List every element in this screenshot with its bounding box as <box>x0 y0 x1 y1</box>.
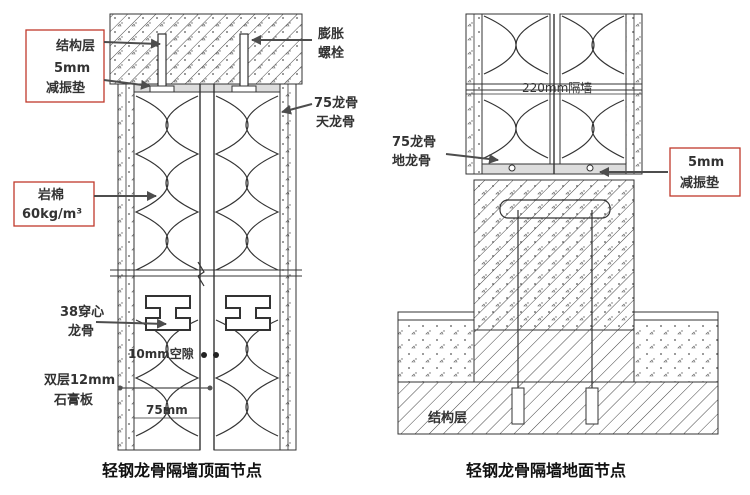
through-keel-label-1: 38穿心 <box>60 304 104 320</box>
right-structure-slab <box>397 381 719 435</box>
left-cavity-b <box>213 91 281 451</box>
right-cavity-a <box>481 13 551 165</box>
board-label-1: 双层12mm <box>44 373 115 388</box>
board-label-2: 石膏板 <box>53 392 94 408</box>
right-keel-label-1: 75龙骨 <box>392 134 436 150</box>
right-core-below <box>473 329 635 383</box>
bolt-label-1: 膨胀 <box>317 26 344 42</box>
left-rock-wool-a <box>134 95 200 437</box>
left-caption: 轻钢龙骨隔墙顶面节点 <box>102 461 262 480</box>
structure-pad-label-box <box>25 29 105 103</box>
left-bolt-1 <box>157 33 167 91</box>
rock-wool-label-2: 60kg/m³ <box>22 207 82 222</box>
left-pad-label-1: 5mm <box>54 61 90 76</box>
right-screed-right <box>633 319 719 383</box>
right-caption: 轻钢龙骨隔墙地面节点 <box>466 461 626 480</box>
floor-node-drawing: 220mm隔墙 75龙骨 地龙骨 5mm 减振垫 结构层 轻钢龙骨隔墙地面节点 <box>392 13 741 480</box>
rock-wool-label-box <box>13 181 95 227</box>
left-top-keel <box>133 83 281 93</box>
wall-dim-label: 220mm隔墙 <box>522 81 592 95</box>
right-pad-label-box <box>669 147 741 197</box>
right-floor-finish-left <box>397 311 475 321</box>
right-floor-finish-right <box>633 311 719 321</box>
top-keel-label-1: 75龙骨 <box>314 95 358 111</box>
left-through-keel-2 <box>225 295 271 331</box>
left-rock-wool-b <box>214 95 280 437</box>
top-keel-label-2: 天龙骨 <box>316 114 355 130</box>
right-keel-label-2: 地龙骨 <box>392 153 431 169</box>
ceiling-node-drawing: 结构层 5mm 减振垫 膨胀 螺栓 75龙骨 天龙骨 岩棉 60kg/m³ 38… <box>13 13 358 480</box>
right-pad-label-1: 5mm <box>688 155 724 170</box>
left-bolt-2 <box>239 33 249 91</box>
right-pad-label-2: 减振垫 <box>680 175 719 191</box>
right-rock-wool-a <box>483 15 549 159</box>
air-gap-label: 10mm空隙 <box>128 346 194 361</box>
right-structure-label: 结构层 <box>428 410 467 426</box>
right-screed-left <box>397 319 475 383</box>
width-dim-label: 75mm <box>146 403 188 417</box>
left-structure-label: 结构层 <box>56 38 95 54</box>
right-rock-wool-b <box>561 15 625 159</box>
left-pad-label-2: 减振垫 <box>46 80 85 96</box>
left-cavity-a <box>133 91 201 451</box>
bolt-label-2: 螺栓 <box>318 45 344 61</box>
through-keel-label-2: 龙骨 <box>68 323 94 339</box>
rock-wool-label-1: 岩棉 <box>37 187 64 203</box>
